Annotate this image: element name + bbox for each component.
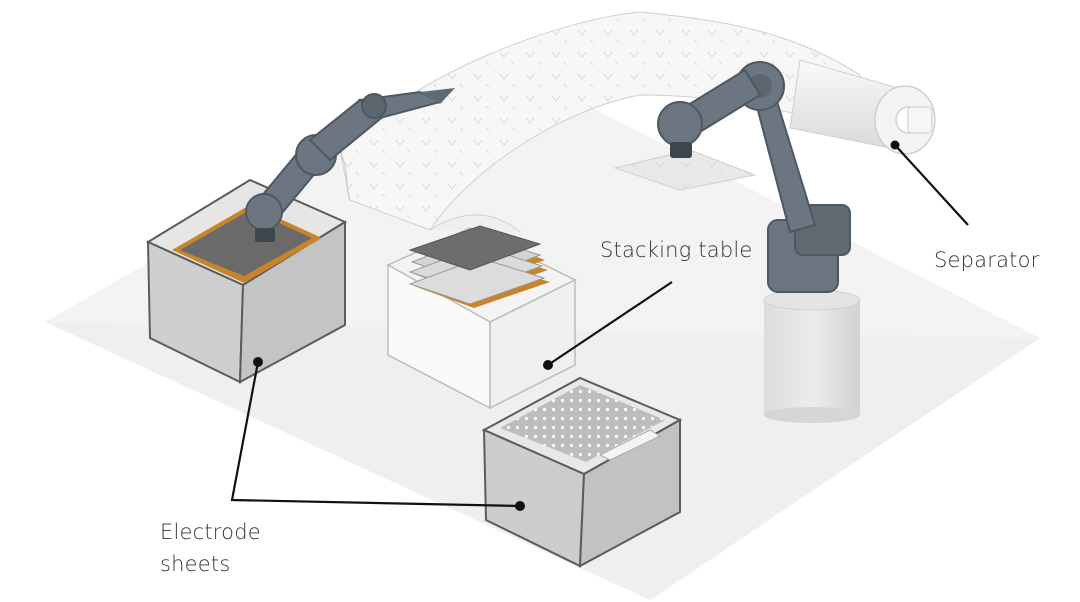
separator-leader-dot: [890, 140, 900, 150]
separator-leader-line: [894, 144, 969, 226]
robot-arm-left: [245, 88, 455, 242]
robot-pedestal: [763, 289, 861, 423]
separator-label: Separator: [934, 248, 1040, 272]
electrode-leader-dot-left: [253, 357, 263, 367]
robot-arm-right: [657, 61, 851, 293]
electrode-leader-dot-bottom: [515, 501, 525, 511]
stacking-table: [386, 225, 577, 410]
leader-lines: [230, 144, 969, 508]
electrode-box-left: [145, 178, 348, 384]
electrode-box-bottom: [481, 376, 683, 568]
separator-sheet-gripped: [613, 149, 757, 191]
stacking-table-leader-dot: [543, 360, 553, 370]
separator-roll: [789, 59, 936, 155]
electrode-stack: [408, 225, 550, 308]
stacking-table-leader-line: [547, 281, 673, 366]
electrode-sheets-label-line2: sheets: [160, 552, 231, 576]
leader-dots: [253, 140, 900, 511]
electrode-leader-line: [230, 361, 521, 508]
electrode-sheets-label-line1: Electrode: [160, 520, 261, 544]
stacking-table-label: Stacking table: [600, 238, 753, 262]
